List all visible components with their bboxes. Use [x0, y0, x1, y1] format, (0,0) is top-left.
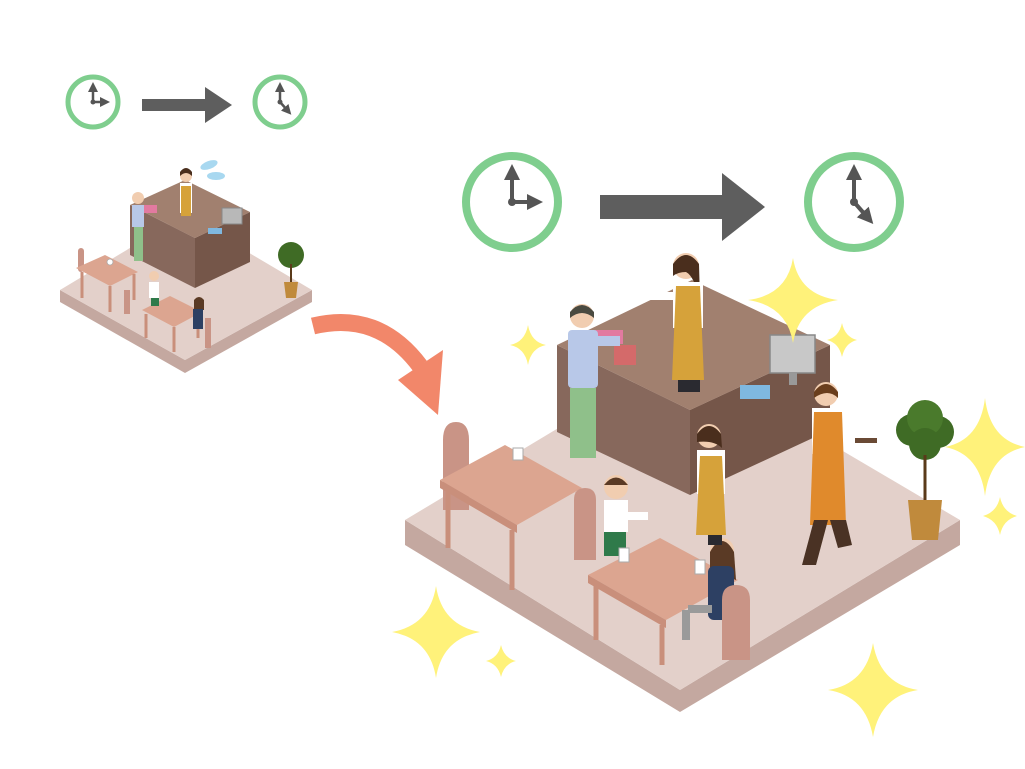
customer-person	[574, 475, 648, 560]
staff-person	[696, 424, 726, 545]
cafe-table	[76, 248, 138, 312]
monitor	[208, 207, 243, 234]
staff-person	[645, 253, 704, 392]
customer-person	[193, 297, 204, 329]
sweat-drops-icon	[200, 160, 225, 180]
potted-plant-icon	[278, 242, 304, 298]
sparkle-icon	[510, 325, 546, 365]
cafe-floor	[60, 215, 312, 373]
customer-person	[132, 192, 144, 261]
sparkle-icon	[748, 258, 838, 343]
curved-arrow-icon	[310, 314, 443, 415]
cash-register-icon	[143, 205, 157, 213]
sparkle-icon	[983, 497, 1017, 535]
sparkle-icon	[828, 643, 918, 737]
customer-person	[568, 304, 620, 458]
customer-person	[682, 538, 750, 660]
sparkles	[392, 258, 1025, 737]
clock-icon	[462, 152, 562, 252]
sparkle-icon	[486, 645, 516, 677]
sparkle-icon	[945, 398, 1025, 496]
arrow-right-icon	[142, 87, 232, 123]
sparkle-icon	[392, 586, 480, 678]
staff-person	[180, 168, 192, 216]
after-scene	[405, 152, 960, 712]
clock-icon	[804, 152, 904, 252]
staff-person	[802, 382, 877, 565]
cafe-table	[440, 422, 582, 590]
sparkle-icon	[827, 323, 857, 357]
potted-plant-icon	[896, 400, 954, 540]
cafe-table	[588, 538, 738, 665]
clock-icon	[252, 74, 308, 130]
before-scene	[60, 74, 312, 373]
arrow-right-icon	[600, 173, 765, 241]
customer-person	[149, 271, 159, 306]
clock-icon	[65, 74, 121, 130]
